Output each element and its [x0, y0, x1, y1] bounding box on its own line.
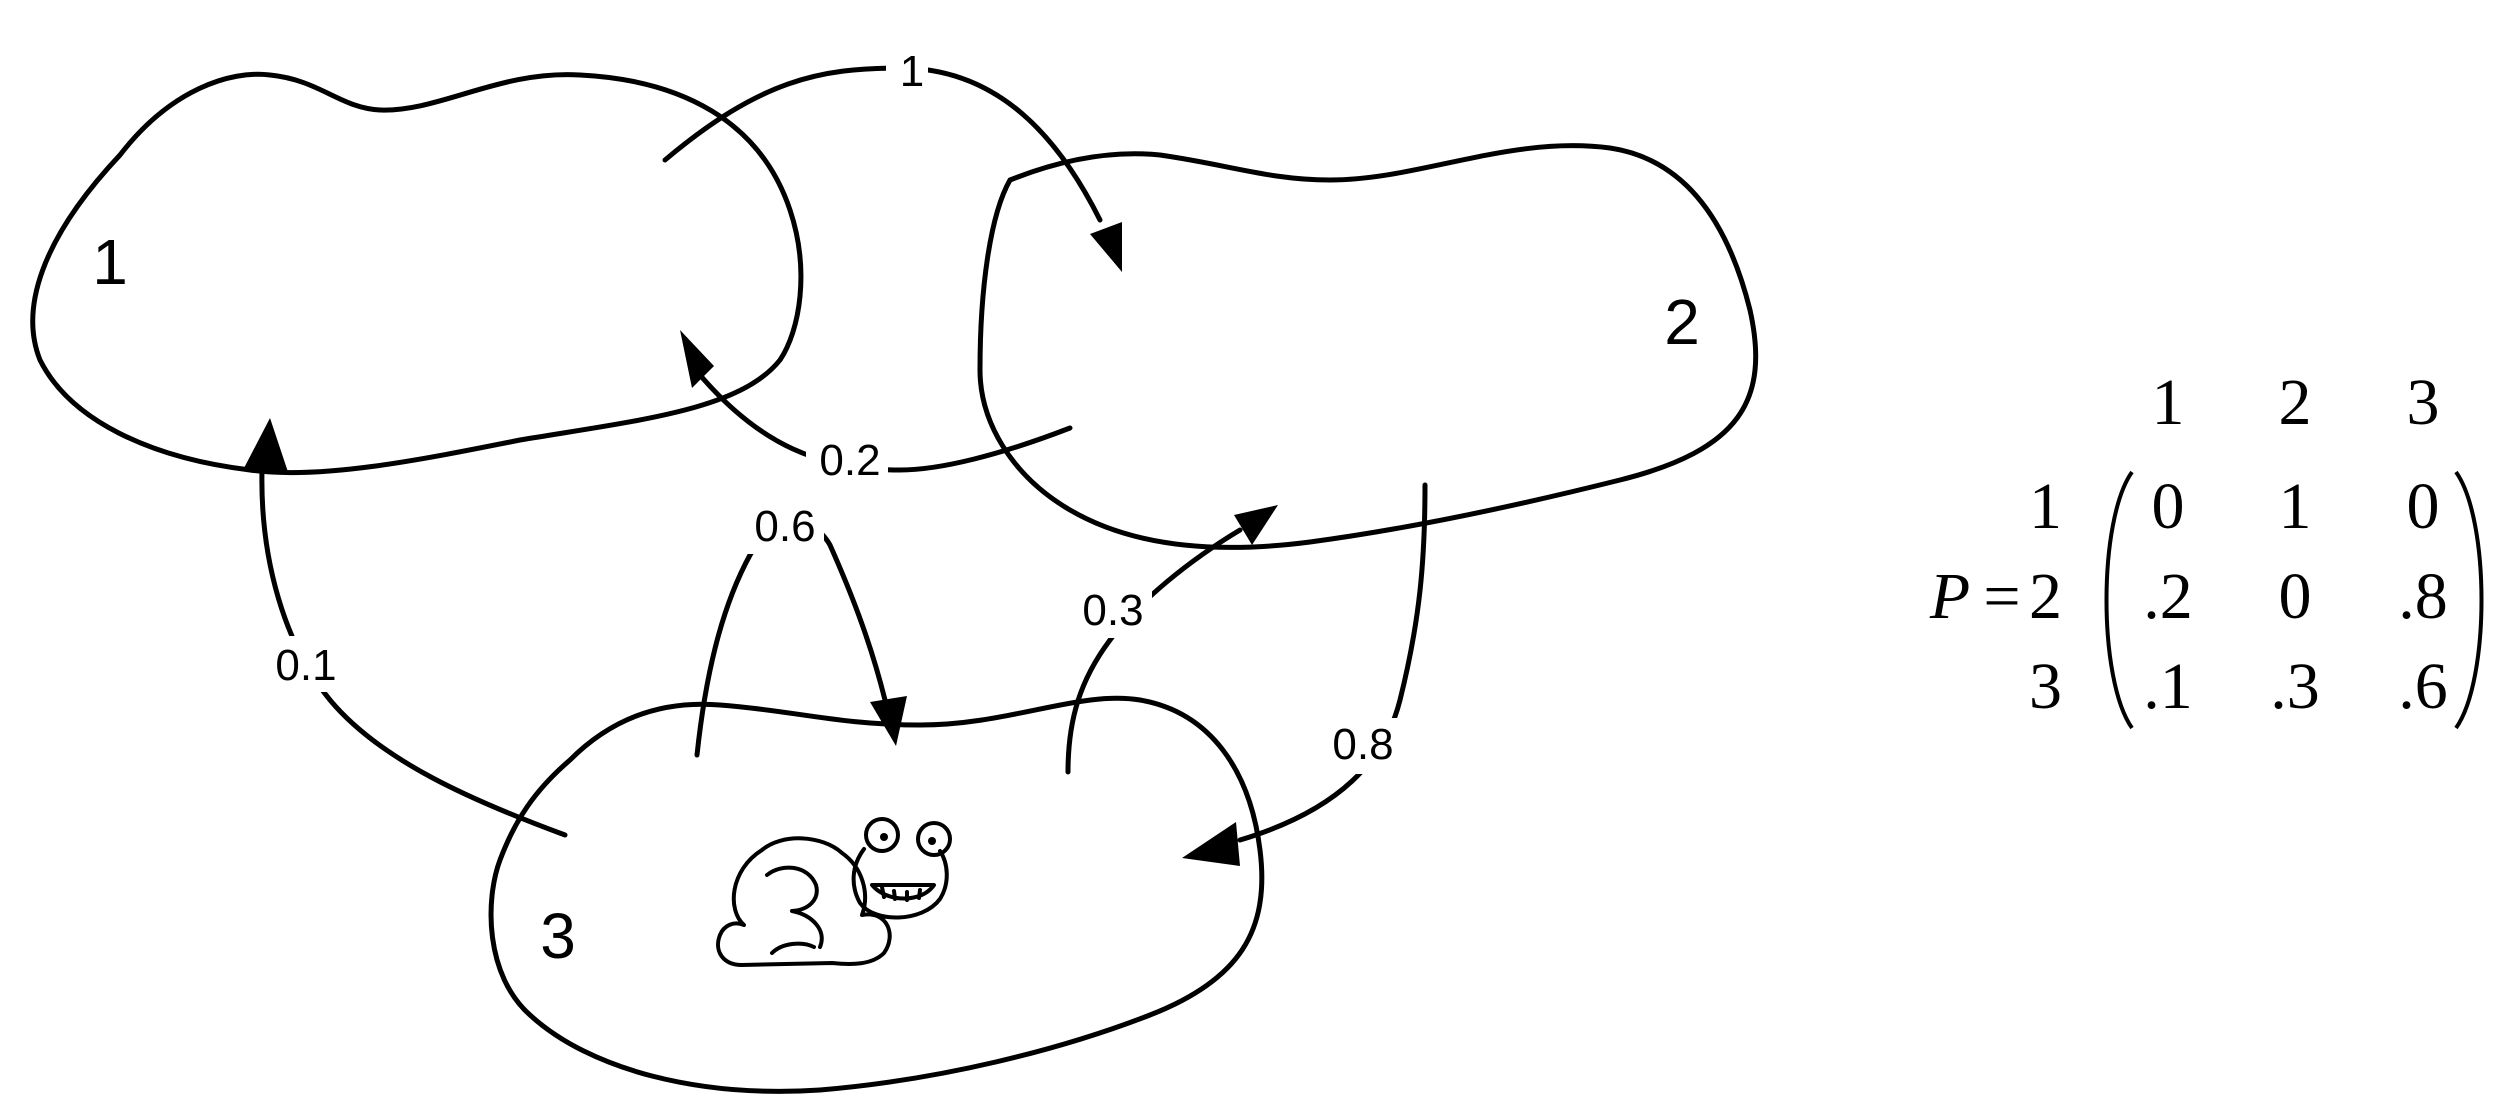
matrix-cell-1-3: 0 — [2407, 470, 2440, 543]
matrix-col-header-1: 1 — [2152, 366, 2185, 439]
arrowhead-2-to-1 — [680, 330, 714, 388]
matrix-cell-1-2: 1 — [2279, 470, 2312, 543]
matrix-cell-2-1: .2 — [2143, 560, 2193, 633]
matrix-col-header-3: 3 — [2407, 366, 2440, 439]
edge-label-3-to-1: 0.1 — [275, 641, 336, 690]
arc-1-to-2 — [662, 65, 1103, 223]
edge-label-2-to-1: 0.2 — [819, 436, 880, 485]
label-bg-1-to-2 — [886, 44, 928, 96]
state-label-3: 3 — [540, 900, 576, 972]
matrix-row-header-3: 3 — [2029, 650, 2062, 723]
label-bg-3-to-1 — [266, 636, 348, 692]
label-bg-2-to-1 — [806, 436, 888, 490]
arrowhead-1-to-2 — [1090, 222, 1122, 272]
matrix-row-header-2: 2 — [2029, 560, 2062, 633]
matrix-cell-1-1: 0 — [2152, 470, 2185, 543]
matrix-symbol: P — [1929, 560, 1970, 633]
matrix-cell-2-3: .8 — [2398, 560, 2448, 633]
arc-2-to-3 — [1237, 482, 1428, 843]
transition-matrix: 1 2 3 1 2 3 P = 0 1 0 .2 0 .8 .1 .3 .6 — [1929, 366, 2484, 730]
state-label-2: 2 — [1664, 286, 1700, 358]
label-bg-3-to-2 — [1070, 582, 1152, 638]
arc-3-to-1 — [259, 467, 568, 838]
matrix-cell-3-3: .6 — [2398, 650, 2448, 723]
edge-label-2-to-3: 0.8 — [1332, 720, 1393, 769]
edge-label-3-to-3: 0.6 — [754, 502, 815, 551]
matrix-cell-2-2: 0 — [2279, 560, 2312, 633]
arc-2-to-1 — [697, 372, 1073, 473]
state-3-region — [488, 695, 1265, 1094]
matrix-row-header-1: 1 — [2029, 470, 2062, 543]
edge-label-1-to-2: 1 — [900, 47, 924, 96]
label-bg-3-to-3 — [742, 498, 824, 554]
arrowhead-3-to-2 — [1234, 505, 1278, 545]
state-label-1: 1 — [92, 226, 128, 298]
label-bg-2-to-3 — [1320, 718, 1402, 774]
matrix-col-header-2: 2 — [2279, 366, 2312, 439]
matrix-right-paren — [2454, 470, 2484, 730]
arrowhead-3-to-3 — [870, 696, 907, 746]
arrowhead-2-to-3 — [1182, 822, 1240, 866]
arc-3-to-2 — [1065, 527, 1243, 775]
matrix-cell-3-2: .3 — [2270, 650, 2320, 723]
state-1-region — [30, 71, 804, 476]
matrix-left-paren — [2104, 470, 2134, 730]
arrowhead-3-to-1 — [243, 418, 288, 472]
matrix-equals: = — [1983, 560, 2020, 633]
matrix-cell-3-1: .1 — [2143, 650, 2193, 723]
state-2-region — [977, 143, 1759, 550]
frog-icon — [716, 817, 952, 967]
edge-label-3-to-2: 0.3 — [1082, 586, 1143, 635]
